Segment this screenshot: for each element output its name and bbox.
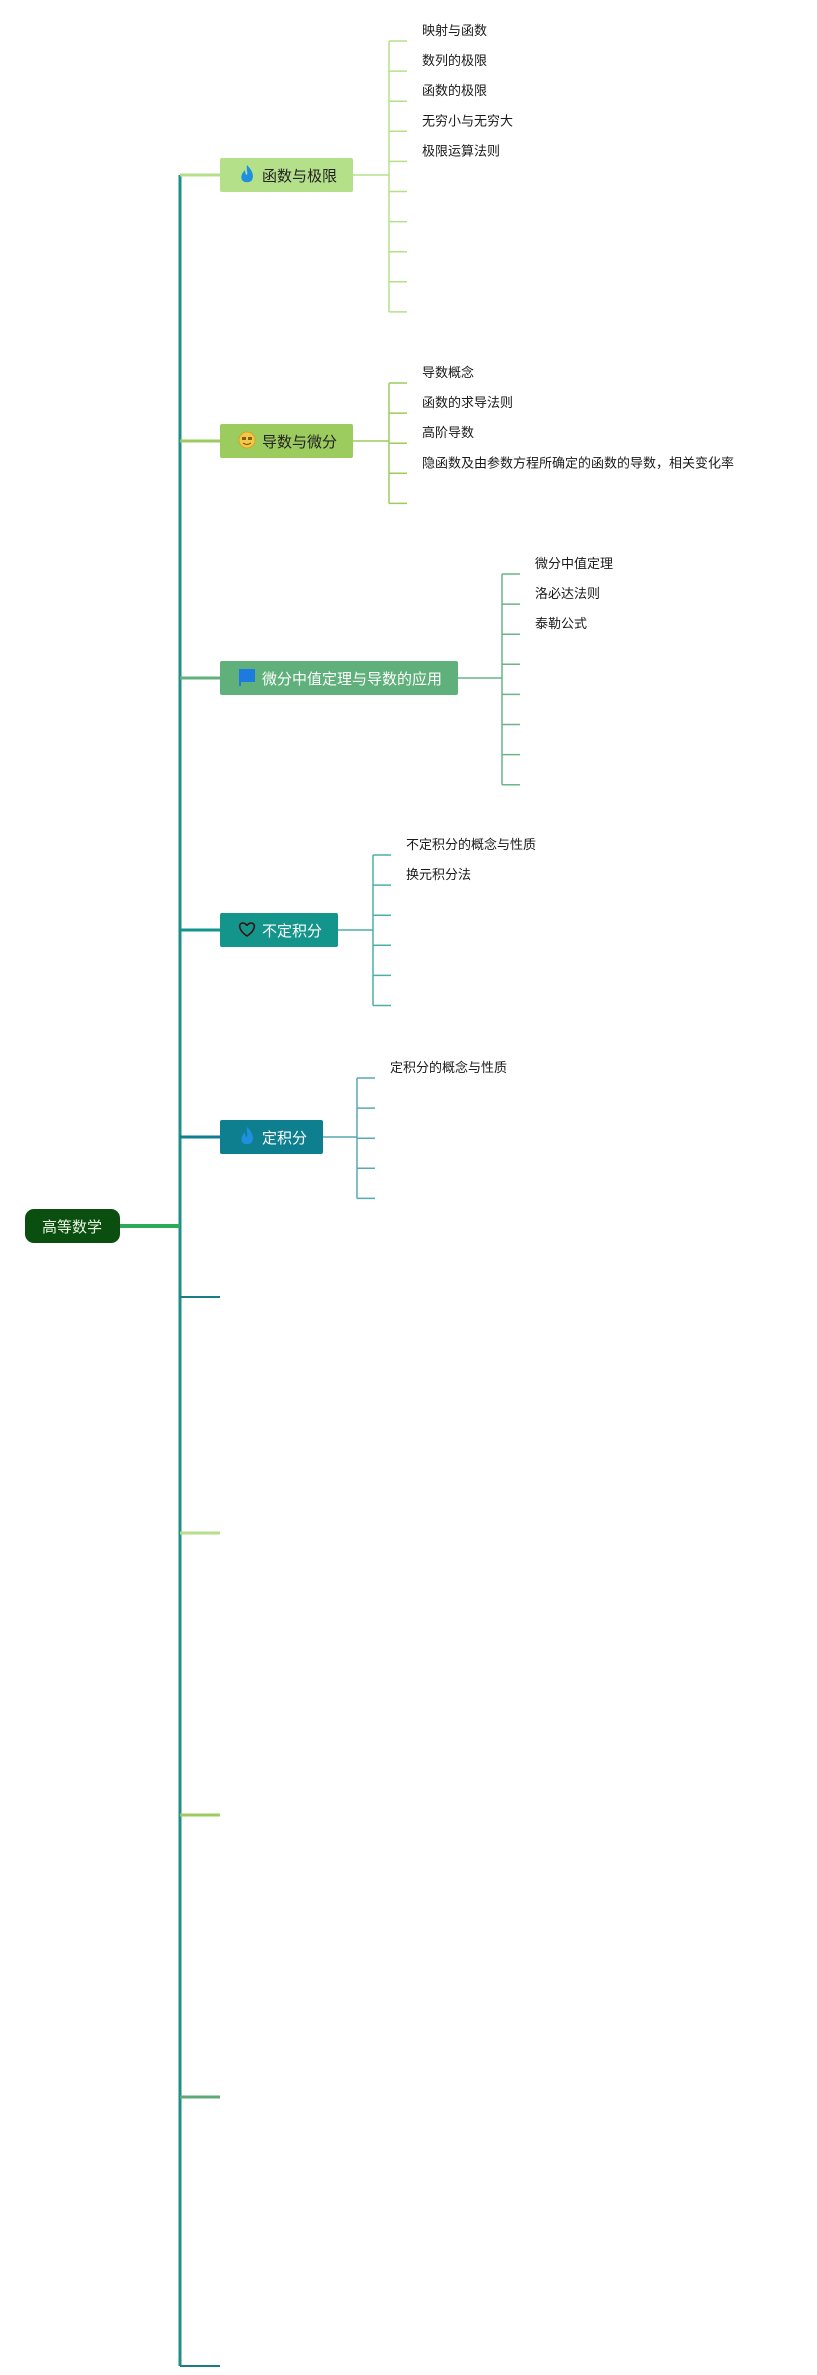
leaf-topic[interactable]: 导数概念 xyxy=(422,365,474,381)
leaf-topic[interactable]: 不定积分的概念与性质 xyxy=(406,837,536,853)
leaf-topic[interactable]: 定积分的概念与性质 xyxy=(390,1060,507,1076)
branch-node-box xyxy=(220,1120,323,1154)
branch-label: 不定积分 xyxy=(262,922,322,940)
branch-node-box xyxy=(220,913,338,947)
branch-node-box xyxy=(220,661,458,695)
leaf-topic[interactable]: 映射与函数 xyxy=(422,23,487,39)
branch-node[interactable]: 导数与微分 xyxy=(220,424,353,458)
branch-node[interactable]: 定积分 xyxy=(220,1120,323,1154)
fire-icon xyxy=(241,165,253,183)
branch-node[interactable]: 不定积分 xyxy=(220,913,338,947)
root-label: 高等数学 xyxy=(42,1218,102,1236)
branch-node-box xyxy=(220,158,353,192)
leaf-topic[interactable]: 微分中值定理 xyxy=(535,556,613,572)
leaf-topic[interactable]: 函数的求导法则 xyxy=(422,395,513,411)
emoji-face-icon xyxy=(238,431,256,449)
branch-label: 微分中值定理与导数的应用 xyxy=(262,670,442,688)
leaf-topic[interactable]: 数列的极限 xyxy=(422,53,487,69)
heart-icon xyxy=(238,922,256,937)
leaf-topic[interactable]: 洛必达法则 xyxy=(535,587,600,602)
branch-label: 导数与微分 xyxy=(262,433,337,451)
leaf-topic[interactable]: 无穷小与无穷大 xyxy=(422,113,513,129)
leaf-topic[interactable]: 高阶导数 xyxy=(422,425,474,441)
branch-label: 函数与极限 xyxy=(262,167,337,185)
root-node[interactable]: 高等数学 xyxy=(25,1209,120,1243)
branch-node-box xyxy=(220,424,353,458)
leaf-topic[interactable]: 泰勒公式 xyxy=(535,617,587,632)
leaf-topic[interactable]: 函数的极限 xyxy=(422,83,487,99)
root-node-box xyxy=(25,1209,120,1243)
fire-icon xyxy=(241,1127,253,1145)
leaf-topic[interactable]: 隐函数及由参数方程所确定的函数的导数，相关变化率 xyxy=(422,455,734,471)
flag-icon xyxy=(239,669,255,686)
branch-node[interactable]: 函数与极限 xyxy=(220,158,353,192)
connector-lines xyxy=(118,40,520,2367)
branch-label: 定积分 xyxy=(262,1129,307,1147)
mindmap-nodes: 高等数学 函数与极限 映射与函数数列的极限函数的极限无穷小与无穷大极限运算法则导数与… xyxy=(25,23,734,1243)
branch-node[interactable]: 微分中值定理与导数的应用 xyxy=(220,661,458,695)
leaf-topic[interactable]: 换元积分法 xyxy=(406,868,471,883)
leaf-topic[interactable]: 极限运算法则 xyxy=(422,144,500,159)
